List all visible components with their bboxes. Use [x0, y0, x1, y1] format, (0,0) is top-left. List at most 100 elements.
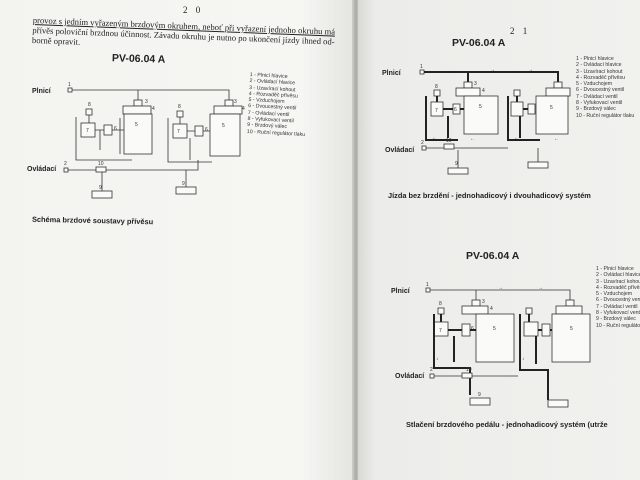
svg-text:↓: ↓	[468, 388, 471, 394]
left-num-9b: 9	[182, 181, 185, 187]
legend-item: 10 - Ruční regulátor tlaku	[576, 112, 635, 119]
r1-num-1: 1	[420, 64, 423, 70]
svg-text:←: ←	[432, 135, 437, 141]
legend-item: 5 - Vzduchojem	[596, 291, 633, 298]
left-schematic-lines	[63, 87, 243, 199]
legend-item: 9 - Brzdový válec	[596, 316, 636, 323]
left-num-8b: 8	[178, 104, 181, 110]
right-schematic-1: 1 2 3 4 5 6 7 8 9 10 5 → → ← ← ← ←	[419, 64, 571, 175]
left-num-10: 10	[98, 161, 104, 167]
r2-num-6: 6	[471, 326, 474, 332]
r2-num-1: 1	[426, 282, 429, 288]
svg-text:←: ←	[554, 136, 559, 142]
legend-item: 6 - Dvoucestný ventil	[596, 297, 640, 304]
svg-text:→: →	[538, 285, 543, 291]
legend-item: 8 - Vyfukovací ventil	[596, 310, 640, 317]
left-num-4: 4	[152, 106, 155, 112]
r2-num-7: 7	[439, 328, 442, 334]
legend-item: 3 - Uzavírací kohout	[576, 68, 623, 75]
r1-num-9: 9	[455, 161, 458, 167]
legend-item: 7 - Ovládací ventil	[576, 93, 618, 100]
legend-item: 7 - Ovládací ventil	[596, 303, 638, 310]
left-num-3b: 3	[234, 99, 237, 105]
right-d2-numbers: 1 2 3 4 5 6 7 8 9 10 5	[426, 282, 573, 398]
r2-num-2: 2	[430, 367, 433, 373]
legend-item: 5 - Vzduchojem	[576, 81, 613, 88]
right-d1-numbers: 1 2 3 4 5 6 7 8 9 10 5	[420, 64, 553, 167]
r1-num-10: 10	[446, 138, 452, 144]
left-component-numbers: 1 2 3 4 5 6 7 8 9 10 3 4 5 6 7 8 9	[64, 82, 245, 191]
r2-num-10: 10	[466, 367, 472, 373]
left-num-2: 2	[64, 161, 67, 167]
right-d1-arrows: → → ← ← ← ←	[432, 67, 559, 142]
left-supply-label: Plnicí	[32, 88, 51, 95]
legend-item: 4 - Rozvaděč přívěsu	[576, 74, 626, 81]
legend-item: 9 - Brzdový válec	[576, 106, 616, 113]
r1-num-3: 3	[474, 81, 477, 87]
r1-num-4: 4	[482, 88, 485, 94]
legend-item: 1 - Plnicí hlavice	[596, 266, 634, 272]
legend-item: 4 - Rozvaděč přívěsu	[596, 284, 640, 291]
right-diagram1-caption: Jízda bez brzdění - jednohadicový i dvou…	[388, 191, 591, 200]
left-page-number: 2 0	[183, 5, 204, 15]
r2-num-5: 5	[493, 326, 496, 332]
r1-num-5: 5	[479, 104, 482, 110]
left-num-7: 7	[86, 128, 89, 134]
right-legend-2: 1 - Plnicí hlavice 2 - Ovládací hlavice …	[596, 266, 640, 329]
left-page: 2 0 provoz s jedním vyřazeným brzdovým o…	[0, 0, 354, 480]
right-page-number: 2 1	[510, 26, 531, 36]
left-num-3: 3	[145, 99, 148, 105]
left-brake-schematic: 1 2 3 4 5 6 7 8 9 10 3 4 5 6 7 8 9	[63, 82, 245, 199]
right-d2-lines	[425, 287, 591, 408]
r1-num-7: 7	[435, 108, 438, 114]
svg-text:←: ←	[470, 136, 475, 142]
left-num-5b: 5	[222, 123, 225, 129]
right-schematic-2: 1 2 3 4 5 6 7 8 9 10 5 → → ↓ ↓ ↓ ↓	[425, 282, 591, 408]
right-d1-lines	[419, 69, 571, 175]
r2-num-3: 3	[482, 299, 485, 305]
legend-item: 3 - Uzavírací kohout	[596, 278, 640, 285]
svg-text:←: ←	[514, 135, 519, 141]
legend-item: 6 - Dvoucestný ventil	[576, 87, 625, 94]
r2-num-8: 8	[439, 301, 442, 307]
right-diagram2-caption: Stlačení brzdového pedálu - jednohadicov…	[406, 420, 608, 429]
left-num-6b: 6	[205, 127, 208, 133]
svg-text:↓: ↓	[522, 356, 525, 362]
r1-num-8: 8	[435, 84, 438, 90]
r1-num-5b: 5	[550, 105, 553, 111]
legend-item: 10 - Ruční regulátor tlaku	[596, 322, 640, 329]
left-num-8: 8	[88, 102, 91, 108]
r2-num-4: 4	[490, 306, 493, 312]
svg-text:→: →	[498, 285, 503, 291]
right-d2-supply-label: Plnicí	[391, 288, 410, 295]
r2-num-9: 9	[478, 392, 481, 398]
right-diagram1-title: PV-06.04 A	[452, 37, 506, 49]
right-d2-arrows: → → ↓ ↓ ↓ ↓	[436, 285, 549, 398]
legend-item: 2 - Ovládací hlavice	[576, 62, 622, 69]
svg-text:→: →	[490, 67, 495, 73]
svg-text:↓: ↓	[546, 392, 549, 398]
legend-item: 1 - Plnicí hlavice	[576, 56, 614, 62]
svg-text:↓: ↓	[436, 356, 439, 362]
right-d2-control-label: Ovládací	[395, 373, 425, 380]
r1-num-6: 6	[454, 107, 457, 113]
left-num-1: 1	[68, 82, 71, 88]
left-num-4b: 4	[242, 106, 245, 112]
left-num-6: 6	[114, 126, 117, 132]
book-gutter	[352, 0, 360, 480]
svg-text:→: →	[528, 67, 533, 73]
r2-num-5b: 5	[570, 326, 573, 332]
right-diagram2-title: PV-06.04 A	[466, 250, 520, 262]
r1-num-2: 2	[421, 140, 424, 146]
left-num-5: 5	[135, 122, 138, 128]
right-d1-supply-label: Plnicí	[382, 70, 401, 77]
right-legend-1: 1 - Plnicí hlavice 2 - Ovládací hlavice …	[576, 56, 634, 119]
left-control-label: Ovládací	[27, 166, 57, 173]
legend-item: 8 - Vyfukovací ventil	[576, 100, 623, 107]
left-num-9: 9	[99, 185, 102, 191]
right-page: 2 1 PV-06.04 A Plnicí Ovládací 1 - Plnic…	[358, 0, 640, 480]
right-d1-control-label: Ovládací	[385, 147, 415, 154]
left-num-7b: 7	[177, 129, 180, 135]
legend-item: 2 - Ovládací hlavice	[596, 272, 640, 279]
